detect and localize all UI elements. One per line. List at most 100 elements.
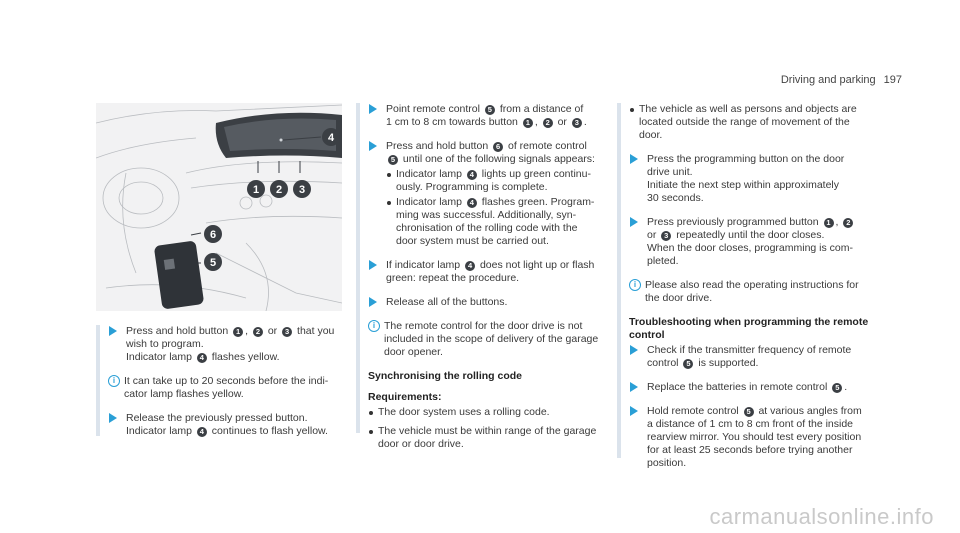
text-span: door opener. [384,346,443,358]
text-span: Indicator lamp [126,351,192,363]
bullet-item: Indicator lamp 4 lights up green continu… [386,168,616,194]
text-span: Troubleshooting when programming the rem… [629,316,869,328]
step: If indicator lamp 4 does not light up or… [361,259,616,285]
text-span: Indicator lamp [396,196,462,208]
text-span: flashes green. Program- [481,196,595,208]
step: Release all of the buttons. [361,296,616,309]
step: Replace the batteries in remote control … [622,381,902,394]
arrow-icon [369,141,377,151]
text-span: It can take up to 20 seconds before the … [124,375,329,387]
callout-number-icon: 4 [466,198,477,208]
text-span: control [647,357,679,369]
callout-number-icon: 1 [522,118,533,128]
step: Press and hold button 1, 2 or 3 that you… [101,325,351,364]
callout-number-icon: 1 [823,218,834,228]
text-span: of remote control [508,140,587,152]
callout-number-icon: 4 [465,261,476,271]
text-span: continues to flash yellow. [211,425,328,437]
step: Point remote control 5 from a distance o… [361,103,616,129]
text-span: position. [647,457,687,469]
info-icon: i [629,279,641,291]
text-span: until one of the following signals appea… [402,153,595,165]
text-span: the door drive. [645,292,713,304]
step: Press and hold button 6 of remote contro… [361,140,616,248]
arrow-icon [109,413,117,423]
callout-number-icon: 2 [843,218,854,228]
arrow-icon [369,104,377,114]
requirements-label: Requirements: [368,391,442,403]
text-span: Indicator lamp [396,168,462,180]
text-span: that you [297,325,335,337]
text-span: door. [639,129,663,141]
text-span: or [647,229,657,241]
margin-bar [356,103,360,433]
arrow-icon [630,154,638,164]
car-interior-illustration: 1 2 3 4 5 6 [95,104,343,312]
text-span: When the door closes, programming is com… [647,242,853,254]
callout-number-icon: 4 [196,353,207,363]
info-icon: i [368,320,380,332]
step: Check if the transmitter frequency of re… [622,344,902,370]
column-1: Press and hold button 1, 2 or 3 that you… [101,325,351,449]
section-heading: Synchronising the rolling code [368,370,523,382]
text-span: ming was successful. Additionally, syn- [396,209,577,221]
arrow-icon [630,217,638,227]
text-span: rearview mirror. You should test every p… [647,431,862,443]
text-span: pleted. [647,255,679,267]
bullet-item: The door system uses a rolling code. [368,406,616,419]
text-span: The remote control for the door drive is… [384,320,583,332]
arrow-icon [630,406,638,416]
bullet-item: Indicator lamp 4 flashes green. Program-… [386,196,616,248]
callout-number-icon: 3 [571,118,582,128]
step: Press previously programmed button 1, 2 … [622,216,902,268]
info-note: i The remote control for the door drive … [368,320,616,359]
callout-number-icon: 5 [484,105,495,115]
text-span: Indicator lamp [126,425,192,437]
arrow-icon [630,382,638,392]
text-span: repeatedly until the door closes. [676,229,825,241]
margin-bar [617,103,621,458]
callout-number-icon: 6 [493,142,504,152]
callout-2: 2 [276,184,282,196]
callout-number-icon: 4 [196,427,207,437]
step: Hold remote control 5 at various angles … [622,405,902,470]
info-note: i Please also read the operating instruc… [629,279,902,305]
page-number: 197 [883,74,902,86]
callout-number-icon: 5 [743,407,754,417]
text-span: for at least 25 seconds before trying an… [647,444,853,456]
section-heading: Troubleshooting when programming the rem… [629,316,902,342]
step: Release the previously pressed button. I… [101,412,351,438]
text-span: , [245,325,248,337]
arrow-icon [109,326,117,336]
text-span: Please also read the operating instructi… [645,279,859,291]
text-span: If indicator lamp [386,259,461,271]
callout-4: 4 [328,132,335,144]
text-span: 1 cm to 8 cm towards button [386,116,518,128]
text-span: chronisation of the rolling code with th… [396,222,578,234]
text-span: from a distance of [499,103,584,115]
text-span: Check if the transmitter frequency of re… [647,344,852,356]
text-span: does not light up or flash [479,259,595,271]
text-span: , [534,116,538,128]
text-span: lights up green continu- [481,168,591,180]
callout-number-icon: 1 [233,327,244,337]
text-span: at various angles from [758,405,862,417]
text-span: Press and hold button [386,140,489,152]
text-span: Press the programming button on the door [647,153,845,165]
info-icon: i [108,375,120,387]
callout-number-icon: 2 [252,327,263,337]
text-span: Press previously programmed button [647,216,819,228]
text-span: located outside the range of movement of… [639,116,850,128]
watermark: carmanualsonline.info [709,504,934,529]
callout-6: 6 [210,229,216,241]
text-span: is supported. [698,357,759,369]
text-span: Initiate the next step within approximat… [647,179,840,191]
text-span: or [557,116,567,128]
text-span: The vehicle must be within range of the … [378,425,597,437]
text-span: included in the scope of delivery of the… [384,333,599,345]
margin-bar [96,325,100,436]
text-span: cator lamp flashes yellow. [124,388,244,400]
callout-number-icon: 3 [282,327,293,337]
text-span: Replace the batteries in remote control [647,381,828,393]
